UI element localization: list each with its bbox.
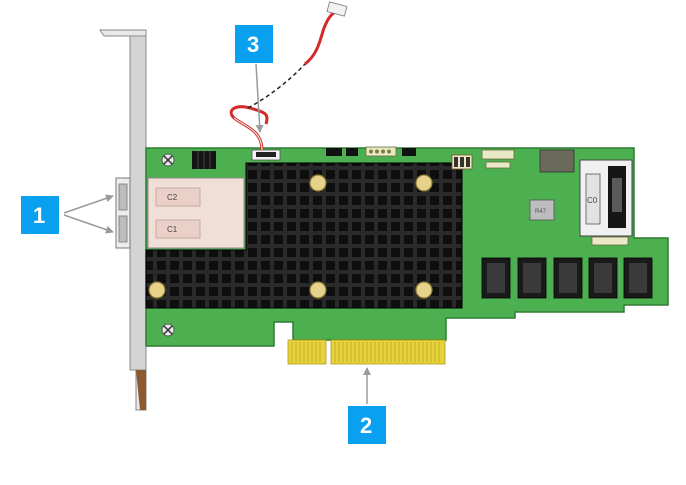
capacitor-block — [539, 149, 575, 173]
callout-2: 2 — [348, 406, 386, 444]
heatsink-screw — [415, 281, 433, 299]
port-label-c2: C2 — [167, 193, 178, 202]
heatsink-screw — [415, 174, 433, 192]
black-chip — [192, 151, 216, 169]
callout-leader-3 — [255, 63, 264, 133]
internal-port-c0: C0 — [579, 159, 633, 246]
board-screw-bottom — [161, 323, 175, 337]
heatsink-screw — [148, 281, 166, 299]
callout-2-label: 2 — [360, 413, 372, 438]
callout-3: 3 — [235, 25, 273, 63]
chip-marking: R47 — [535, 209, 547, 215]
heatsink-screw — [309, 281, 327, 299]
external-sas-connector — [115, 177, 131, 249]
pcie-edge-connector — [287, 339, 446, 365]
callout-leader-1 — [63, 194, 114, 234]
header-connector-top — [251, 149, 281, 161]
board-screw-top — [161, 153, 175, 167]
pin-headers-top — [326, 146, 416, 157]
heatsink-screw — [309, 174, 327, 192]
heatsink — [145, 162, 463, 309]
callout-1-label: 1 — [33, 203, 45, 228]
inductor-chip: R47 — [529, 199, 555, 221]
port-label-c0: C0 — [587, 196, 598, 205]
mounting-bracket — [99, 29, 147, 411]
callout-1: 1 — [21, 196, 59, 234]
led-header — [481, 149, 515, 169]
external-port-housing: C2 C1 — [147, 177, 245, 249]
capacitor-row — [481, 257, 653, 299]
jumper-block — [451, 154, 473, 170]
cable — [229, 1, 348, 151]
port-label-c1: C1 — [167, 225, 178, 234]
callout-3-label: 3 — [247, 32, 259, 57]
